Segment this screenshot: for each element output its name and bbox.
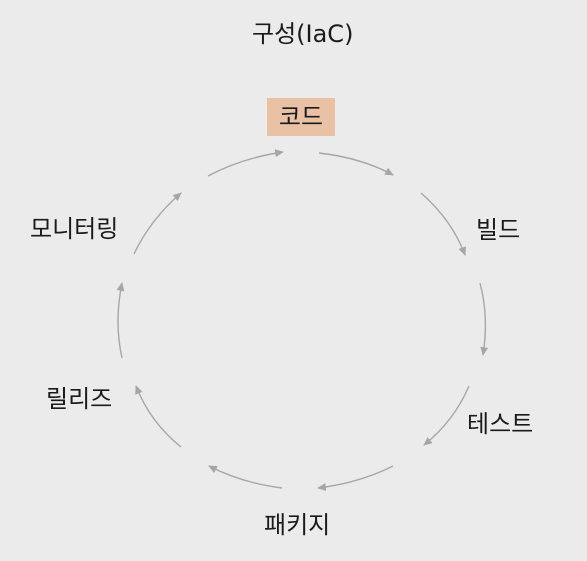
arrow-build-to-test — [479, 282, 489, 356]
arrow-test-to-test — [423, 385, 470, 446]
arrow-release-to-release — [135, 385, 182, 448]
arrow-code-to-build — [318, 152, 394, 176]
node-monitor: 모니터링 — [30, 215, 119, 243]
diagram-title: 구성(IaC) — [252, 20, 354, 48]
node-test: 테스트 — [467, 410, 534, 438]
arrow-monitor-to-monitor — [133, 192, 182, 255]
arrow-monitor-to-code — [207, 149, 284, 177]
node-code-label: 코드 — [278, 103, 324, 131]
node-release: 릴리즈 — [46, 385, 113, 413]
node-build: 빌드 — [476, 216, 521, 244]
node-code: 코드 — [267, 98, 335, 136]
arrow-release-to-monitor — [116, 282, 125, 359]
arrow-build-to-build — [420, 192, 466, 256]
arrow-test-to-package — [317, 465, 394, 491]
node-package: 패키지 — [264, 511, 331, 539]
arrow-package-to-release — [208, 465, 283, 489]
